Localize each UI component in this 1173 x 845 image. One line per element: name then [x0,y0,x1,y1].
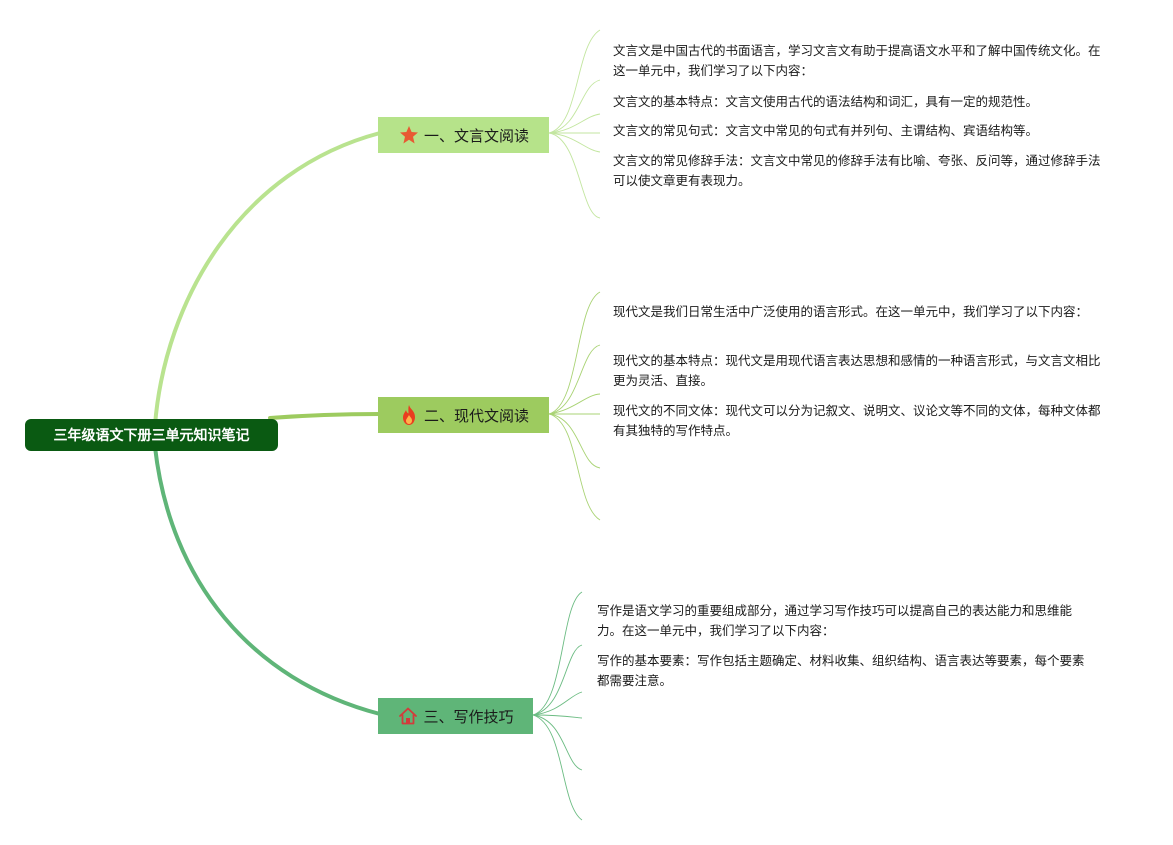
home-icon [397,705,419,727]
note-text: 写作是语文学习的重要组成部分，通过学习写作技巧可以提高自己的表达能力和思维能力。… [597,603,1073,638]
leaf-fan-branch-3 [532,591,583,821]
root-label: 三年级语文下册三单元知识笔记 [53,428,250,444]
connector-root-to-branch-3 [153,445,382,716]
note-text: 现代文是我们日常生活中广泛使用的语言形式。在这一单元中，我们学习了以下内容： [613,304,1089,319]
branch-label: 二、现代文阅读 [423,406,529,425]
branch-node-modern-reading[interactable]: 二、现代文阅读 [378,397,549,433]
leaf-fan-branch-2 [548,291,601,521]
root-node[interactable]: 三年级语文下册三单元知识笔记 [25,419,278,451]
connector-root-to-branch-2 [268,412,382,420]
note-text: 文言文的基本特点：文言文使用古代的语法结构和词汇，具有一定的规范性。 [613,94,1039,109]
note-text: 现代文的基本特点：现代文是用现代语言表达思想和感情的一种语言形式，与文言文相比更… [613,353,1101,388]
note-text: 现代文的不同文体：现代文可以分为记叙文、说明文、议论文等不同的文体，每种文体都有… [613,403,1101,438]
note-text: 文言文的常见句式：文言文中常见的句式有并列句、主谓结构、宾语结构等。 [613,123,1039,138]
branch-label: 一、文言文阅读 [423,126,529,145]
connector-root-to-branch-1 [153,131,382,427]
note-text: 文言文的常见修辞手法：文言文中常见的修辞手法有比喻、夸张、反问等，通过修辞手法可… [613,153,1101,188]
star-icon [398,124,420,146]
branch-node-writing-skills[interactable]: 三、写作技巧 [378,698,533,734]
branch-label: 三、写作技巧 [423,707,514,726]
leaf-fan-branch-1 [548,29,601,219]
fire-icon [398,404,420,426]
note-text: 写作的基本要素：写作包括主题确定、材料收集、组织结构、语言表达等要素，每个要素都… [597,653,1085,688]
branch-node-classical-reading[interactable]: 一、文言文阅读 [378,117,549,153]
note-text: 文言文是中国古代的书面语言，学习文言文有助于提高语文水平和了解中国传统文化。在这… [613,43,1101,78]
